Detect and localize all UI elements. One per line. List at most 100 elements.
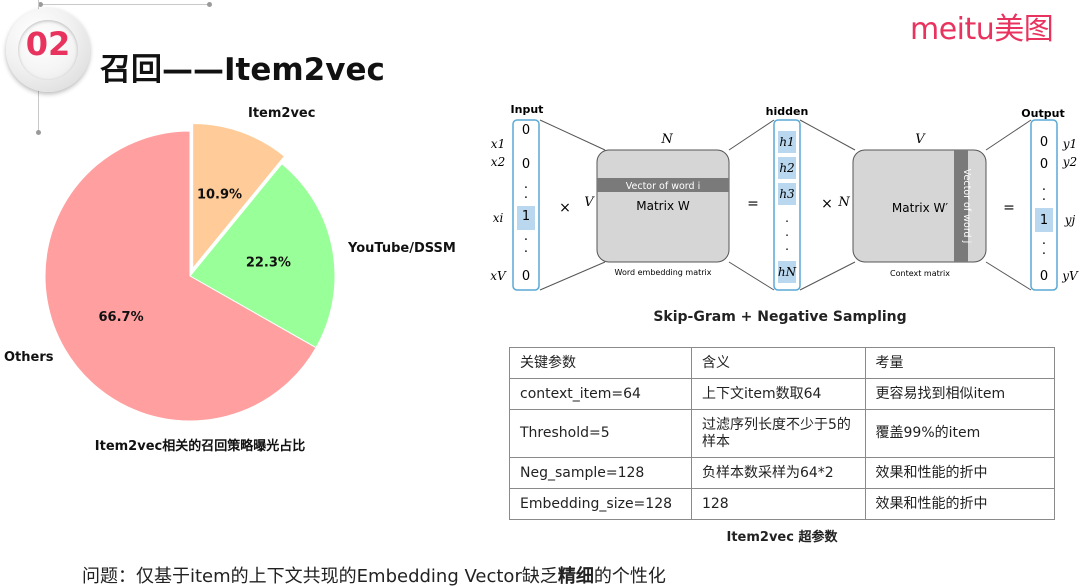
pie-slice xyxy=(189,163,336,349)
note-emphasis: 精细 xyxy=(557,566,594,586)
table-header-row: 关键参数 含义 考量 xyxy=(509,347,1055,379)
input-x-label: x2 xyxy=(491,155,505,169)
table-caption: Item2vec 超参数 xyxy=(726,530,838,545)
table-row: Embedding_size=128 128 效果和性能的折中 xyxy=(509,488,1055,520)
matrix-w-prime-box xyxy=(852,149,987,263)
output-vector-box xyxy=(1030,119,1058,291)
matrix-w-row-band xyxy=(597,178,729,192)
pie-value-label: 10.9% xyxy=(197,187,242,202)
table-row: Threshold=5 过滤序列长度不少于5的样本 覆盖99%的item xyxy=(509,409,1055,458)
pie-category-label: Item2vec xyxy=(248,106,315,121)
matrix-w-top-dim: N xyxy=(660,132,673,147)
pie-caption: Item2vec相关的召回策略曝光占比 xyxy=(95,438,305,454)
matrix-w-side-dim: V xyxy=(584,195,595,210)
output-vector-value: 1 xyxy=(1040,213,1048,228)
input-vector-values: 0 0.. 1.. 0 xyxy=(522,123,530,284)
output-vector-value: . xyxy=(1042,189,1046,204)
hidden-vector-value: hN xyxy=(778,265,797,279)
table-cell: 效果和性能的折中 xyxy=(864,488,1055,520)
matrix-w-caption: Word embedding matrix xyxy=(615,268,712,277)
note-prefix: 问题：仅基于item的上下文共现的Embedding Vector缺乏 xyxy=(82,566,558,586)
times-symbol-2: × xyxy=(821,196,833,212)
hidden-cell-highlight xyxy=(778,157,796,179)
matrix-w-prime-label: Matrix W′ xyxy=(892,201,948,215)
pie-category-label: YouTube/DSSM xyxy=(347,241,456,256)
hidden-vector-values: h1 h2 h3... hN xyxy=(778,131,797,283)
input-label: Input xyxy=(511,103,544,116)
table-cell: 上下文item数取64 xyxy=(690,378,866,410)
hidden-cell-highlight xyxy=(778,261,796,283)
input-vector-value: 0 xyxy=(522,123,530,138)
matrix-w-prime-caption: Context matrix xyxy=(890,269,950,278)
equals-symbol-1: = xyxy=(747,196,759,212)
brand-logo: meitu美图 xyxy=(910,12,1054,47)
pie-slices xyxy=(44,122,336,422)
output-vector-value: . xyxy=(1042,233,1046,248)
table-row: Neg_sample=128 负样本数采样为64*2 效果和性能的折中 xyxy=(509,457,1055,489)
hidden-vector-value: h1 xyxy=(779,135,794,149)
hidden-vector-value: h3 xyxy=(779,187,795,201)
hidden-vector-value: . xyxy=(785,211,789,225)
output-one-highlight xyxy=(1035,208,1053,232)
input-x-label: xV xyxy=(490,269,507,283)
hidden-vector-value: . xyxy=(785,225,789,239)
output-y-label: y2 xyxy=(1062,155,1077,169)
input-vector-value: 0 xyxy=(522,157,530,172)
input-vector-value: . xyxy=(524,241,528,256)
table-cell: 覆盖99%的item xyxy=(864,409,1055,458)
decor-dot xyxy=(38,2,43,7)
section-number: 02 xyxy=(25,25,71,63)
input-vector-value: 0 xyxy=(522,269,530,284)
output-y-label: y1 xyxy=(1062,137,1077,151)
table-cell: Embedding_size=128 xyxy=(509,488,692,520)
output-vector-value: . xyxy=(1042,243,1046,258)
diagram-connector-lines xyxy=(539,119,1032,291)
hidden-vector-value: h2 xyxy=(779,161,794,175)
page-title: 召回——Item2vec xyxy=(100,52,385,88)
table-row: context_item=64 上下文item数取64 更容易找到相似item xyxy=(509,378,1055,410)
decor-dot xyxy=(36,130,41,135)
input-vector-box xyxy=(512,119,540,291)
matrix-w-row-label: Vector of word i xyxy=(626,181,700,192)
equals-symbol-2: = xyxy=(1003,200,1015,216)
matrix-w-prime-top-dim: V xyxy=(915,132,926,147)
decor-line-top xyxy=(40,4,210,5)
pie-slice xyxy=(44,130,317,422)
pie-slice xyxy=(192,122,286,270)
matrix-w-prime-side-dim: N xyxy=(837,195,850,210)
output-y-label: yV xyxy=(1061,269,1079,283)
pie-chart: 10.9% Item2vec 22.3% YouTube/DSSM 66.7% Other… xyxy=(4,106,456,454)
hyperparameter-table: 关键参数 含义 考量 context_item=64 上下文item数取64 更… xyxy=(509,347,1055,520)
input-x-labels: x1 x2 xi xV xyxy=(490,137,507,283)
table-header-cell: 关键参数 xyxy=(509,347,692,379)
input-vector-value: . xyxy=(524,229,528,244)
table-cell: 更容易找到相似item xyxy=(864,378,1055,410)
pie-value-label: 22.3% xyxy=(246,255,291,270)
pie-labels: 10.9% Item2vec 22.3% YouTube/DSSM 66.7% Other… xyxy=(4,106,456,365)
table-header-cell: 考量 xyxy=(864,347,1055,379)
table-cell: context_item=64 xyxy=(509,378,692,410)
input-x-label: x1 xyxy=(491,137,505,151)
decor-dot xyxy=(207,2,212,7)
input-one-highlight xyxy=(517,206,535,230)
output-label: Output xyxy=(1021,107,1064,120)
times-symbol: × xyxy=(559,200,571,216)
input-vector-value: . xyxy=(524,177,528,192)
pie-category-label: Others xyxy=(4,350,54,365)
hidden-vector-value: . xyxy=(785,239,789,253)
input-vector-value: 1 xyxy=(522,209,530,224)
matrix-w-label: Matrix W xyxy=(636,199,690,213)
hidden-cell-highlight xyxy=(778,183,796,205)
input-x-label: xi xyxy=(493,211,504,225)
section-badge: 02 xyxy=(6,8,90,92)
pie-value-label: 66.7% xyxy=(99,310,144,325)
input-vector-value: . xyxy=(524,187,528,202)
diagram-caption: Skip-Gram + Negative Sampling xyxy=(653,309,907,325)
note-suffix: 的个性化 xyxy=(593,566,666,586)
output-vector-value: . xyxy=(1042,179,1046,194)
table-cell: 效果和性能的折中 xyxy=(864,457,1055,489)
output-vector-value: 0 xyxy=(1040,269,1048,284)
table-cell: 128 xyxy=(690,488,866,520)
